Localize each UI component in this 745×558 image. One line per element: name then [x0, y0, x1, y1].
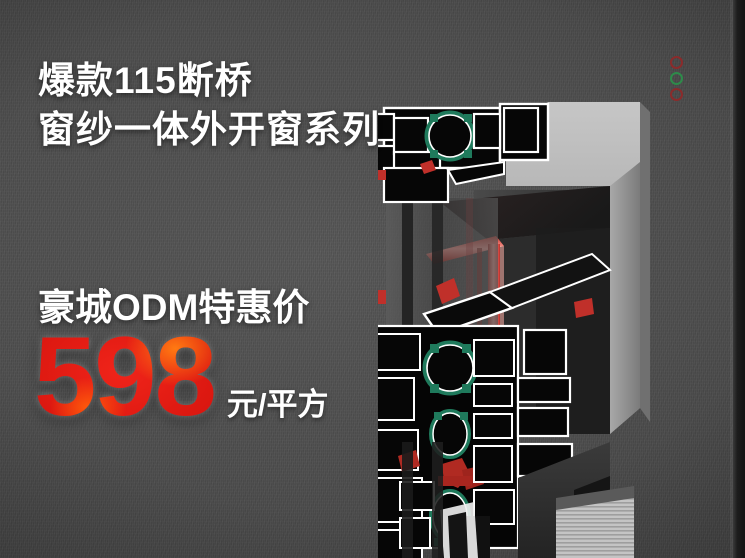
headline-line-2: 窗纱一体外开窗系列	[38, 109, 380, 150]
seal-nib-right	[574, 298, 594, 318]
headline-block: 爆款115断桥 窗纱一体外开窗系列	[38, 56, 380, 154]
glass-edge-bar-2-lower	[432, 442, 443, 558]
seal-nib-mid	[436, 278, 460, 304]
product-render-image	[378, 78, 658, 558]
price-unit: 元/平方	[226, 387, 329, 422]
glass-edge-bar-1-lower	[402, 442, 413, 558]
glass-edge-bar-1	[402, 194, 413, 442]
dot-red-top-icon	[670, 56, 683, 69]
frame-outer-top-face	[506, 102, 640, 434]
window-profile-svg	[378, 102, 650, 558]
profile-section-top	[378, 102, 550, 204]
mesh-bead-core	[448, 512, 468, 558]
frame-outer-inner-face	[610, 162, 640, 434]
price-label: 豪城ODM特惠价	[38, 287, 310, 328]
dot-green-middle-icon	[670, 72, 683, 85]
price-row: 598 元/平方	[34, 326, 329, 428]
seal-nib-top-left	[378, 170, 386, 180]
frame-outer-right-edge	[640, 102, 650, 422]
seal-nib-top-mid	[420, 160, 436, 174]
price-amount: 598	[34, 314, 215, 439]
screen-mesh-top-edge	[556, 486, 634, 510]
right-edge-shadow-band	[733, 0, 745, 558]
headline-line-1: 爆款115断桥	[38, 60, 253, 101]
dot-red-bottom-icon	[670, 88, 683, 101]
right-edge-highlight	[730, 0, 733, 558]
corner-dot-marks	[670, 56, 688, 104]
seal-nib-mid-left	[378, 290, 386, 304]
